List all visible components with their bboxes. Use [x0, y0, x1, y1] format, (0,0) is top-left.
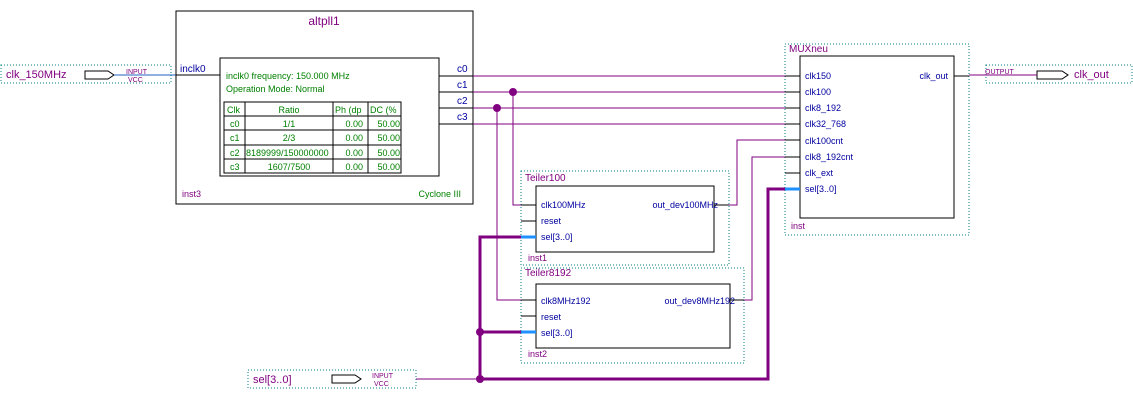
wire-c1-teiler100: [512, 92, 521, 206]
junction-dot: [476, 375, 484, 383]
wire-teiler100-out: [729, 139, 785, 206]
mux-port-clk-out: clk_out: [919, 71, 948, 81]
teiler100-instance-label: inst1: [528, 253, 547, 263]
pll-table-cell: 2/3: [283, 133, 296, 143]
mux-port-clk100: clk100: [805, 87, 831, 97]
input-pin-sel-name: sel[3..0]: [253, 374, 292, 386]
teiler100-port-reset: reset: [541, 216, 562, 226]
pll-mode-line: Operation Mode: Normal: [226, 84, 325, 94]
pll-table-cell: c2: [230, 148, 240, 158]
pll-table-cell: c1: [230, 133, 240, 143]
pll-table-cell: 50.00: [377, 133, 400, 143]
input-pin-clk-default: VCC: [128, 77, 143, 84]
pll-table-cell: 50.00: [377, 162, 400, 172]
pll-table-frame: [223, 101, 402, 174]
pll-table-header-phase: Ph (dp: [335, 105, 362, 115]
teiler100-title: Teiler100: [525, 173, 566, 184]
input-pin-sel-type: INPUT: [372, 373, 394, 380]
output-pin-symbol: [1036, 70, 1069, 80]
pll-table-cell: c3: [230, 162, 240, 172]
input-pin-clk-name: clk_150MHz: [6, 69, 67, 81]
pll-ratio-table: Clk Ratio Ph (dp DC (% c0 1/1 0.00 50.00…: [223, 101, 402, 174]
teiler100-block[interactable]: Teiler100 clk100MHz reset sel[3..0] out_…: [520, 170, 730, 266]
junction-dots: [476, 88, 517, 383]
mux-instance-label: inst: [791, 221, 806, 231]
input-pin-clk-symbol: [84, 70, 115, 80]
mux-port-clk150: clk150: [805, 71, 831, 81]
pll-table-cell: 0.00: [345, 148, 363, 158]
mux-port-clk8-192cnt: clk8_192cnt: [805, 152, 854, 162]
pll-table-cell: 0.00: [345, 119, 363, 129]
pll-port-c0: c0: [457, 64, 468, 75]
mux-port-clk8-192: clk8_192: [805, 103, 841, 113]
output-pin-frame: [985, 64, 1133, 84]
sel-bus-to-mux: [480, 187, 785, 381]
pll-table-header-duty: DC (%: [370, 105, 397, 115]
pll-table-cell: 1607/7500: [268, 162, 311, 172]
teiler100-port-clk100mhz: clk100MHz: [541, 200, 586, 210]
sel-bus-to-teiler100: [478, 235, 521, 379]
pll-freq-line: inclk0 frequency: 150.000 MHz: [226, 71, 350, 81]
pll-port-inclk0: inclk0: [180, 64, 206, 75]
mux-title: MUXneu: [789, 44, 828, 55]
input-pin-clk-frame: [0, 64, 172, 84]
pll-table-cell: 1/1: [283, 119, 296, 129]
mux-port-clk100cnt: clk100cnt: [805, 136, 844, 146]
teiler8192-port-reset: reset: [541, 312, 562, 322]
pll-port-c2: c2: [457, 96, 468, 107]
mux-port-clk-ext: clk_ext: [805, 168, 834, 178]
teiler8192-box: [535, 283, 731, 349]
pll-table-cell: 50.00: [377, 148, 400, 158]
input-pin-sel-symbol: [331, 374, 362, 384]
pll-instance-label: inst3: [182, 189, 201, 199]
mux-port-clk32-768: clk32_768: [805, 119, 846, 129]
mux-box: [799, 55, 955, 219]
teiler100-port-out: out_dev100MHz: [652, 200, 718, 210]
teiler8192-instance-label: inst2: [528, 349, 547, 359]
mux-block[interactable]: MUXneu clk150 clk100 clk8_192 clk32_768 …: [784, 43, 970, 236]
pll-title: altpll1: [308, 14, 340, 28]
junction-dot: [476, 328, 484, 336]
input-pin-clk[interactable]: clk_150MHz INPUT VCC: [0, 64, 172, 84]
teiler8192-port-clk: clk8MHz192: [541, 296, 591, 306]
pll-port-c1: c1: [457, 80, 468, 91]
pll-table-cell: c0: [230, 119, 240, 129]
pll-block[interactable]: altpll1 inclk0 inclk0 frequency: 150.000…: [175, 10, 474, 205]
pll-port-c3: c3: [457, 112, 468, 123]
pll-table-cell: 0.00: [345, 133, 363, 143]
teiler8192-title: Teiler8192: [525, 268, 572, 279]
pll-table-cell: 50.00: [377, 119, 400, 129]
teiler100-port-sel: sel[3..0]: [541, 232, 573, 242]
junction-dot: [509, 88, 517, 96]
pll-table-header-clk: Clk: [227, 105, 240, 115]
teiler100-frame: [520, 170, 730, 266]
mux-port-sel: sel[3..0]: [805, 184, 837, 194]
clock-wires: [416, 75, 785, 380]
pll-table-cell: 0.00: [345, 162, 363, 172]
output-pin-name: clk_out: [1074, 69, 1109, 81]
output-pin-clk-out[interactable]: OUTPUT clk_out: [985, 64, 1133, 84]
pll-table-cell: 8189999/150000000: [246, 148, 329, 158]
input-pin-sel-default: VCC: [374, 381, 389, 388]
junction-dot: [493, 104, 501, 112]
wire-teiler8192-out: [744, 156, 785, 301]
input-pin-clk-type: INPUT: [126, 69, 148, 76]
input-pin-sel[interactable]: sel[3..0] INPUT VCC: [247, 369, 417, 389]
teiler8192-block[interactable]: Teiler8192 clk8MHz192 reset sel[3..0] ou…: [520, 267, 745, 364]
teiler100-box: [535, 185, 715, 253]
mux-port-lines: [785, 75, 969, 174]
teiler8192-port-out: out_dev8MHz192: [664, 296, 735, 306]
output-pin-type: OUTPUT: [985, 69, 1015, 76]
pll-table-header-ratio: Ratio: [278, 105, 299, 115]
wire-c2-teiler8192: [496, 108, 521, 301]
teiler8192-port-sel: sel[3..0]: [541, 328, 573, 338]
pll-family-label: Cyclone III: [418, 189, 461, 199]
